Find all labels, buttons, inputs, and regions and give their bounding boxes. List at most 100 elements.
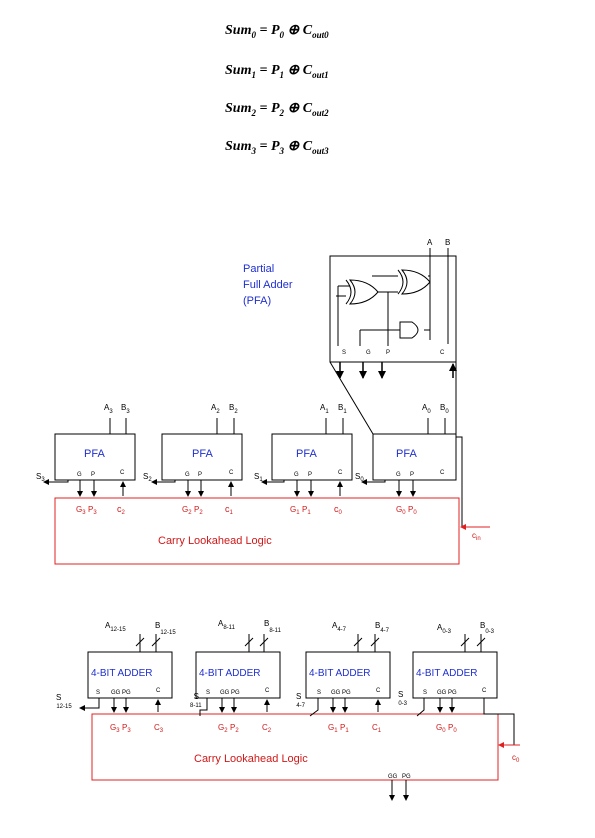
cla-label-1: Carry Lookahead Logic [158, 535, 272, 547]
svg-text:PG: PG [342, 690, 351, 696]
svg-text:C: C [265, 688, 270, 694]
input-a0: A0 [422, 403, 431, 415]
input-b0: B0 [440, 403, 449, 415]
svg-text:C: C [156, 688, 161, 694]
signal-g0-b: G0 [436, 723, 446, 734]
svg-text:C: C [338, 470, 343, 476]
sum-out-1: S1 [254, 472, 263, 483]
signal-g3-b: G3 [110, 723, 120, 734]
input-b-0-3: B0-3 [480, 621, 495, 635]
diagram-pfa-adder: Carry Lookahead Logic cin PFA G P C A3 B… [36, 403, 490, 565]
input-a-0-3: A0-3 [437, 623, 452, 635]
signal-c1-b: C1 [372, 723, 382, 734]
pfa-output-c: C [440, 350, 445, 356]
signal-p3-b: P3 [122, 723, 131, 734]
xor-gate-1 [397, 269, 431, 295]
and-gate [399, 321, 419, 339]
pfa-input-b: B [445, 238, 450, 247]
adder-label: 4-BIT ADDER [91, 668, 153, 679]
input-b-8-11: B8-11 [264, 619, 282, 634]
svg-text:C: C [120, 470, 125, 476]
svg-text:P: P [198, 472, 202, 478]
svg-text:P: P [410, 472, 414, 478]
diagram-16bit-adder: Carry Lookahead Logic c0 GG PG 4-BIT ADD… [56, 619, 520, 801]
signal-c0: c0 [334, 504, 343, 516]
signal-p1: P1 [302, 505, 311, 516]
svg-text:GG: GG [111, 690, 121, 696]
pfa-label: PFA [296, 448, 317, 460]
signal-c1: c1 [225, 504, 234, 516]
svg-text:S: S [423, 690, 427, 696]
signal-c2: c2 [117, 504, 126, 516]
pfa-output-g: G [366, 350, 371, 356]
equation-sum2: Sum2 = P2 ⊕ Cout2 [225, 101, 329, 118]
adder-label: 4-BIT ADDER [309, 668, 371, 679]
input-b-12-15: B12-15 [155, 621, 176, 636]
signal-p0-b: P0 [448, 723, 457, 734]
signal-p0: P0 [408, 505, 417, 516]
equation-sum0: Sum0 = P0 ⊕ Cout0 [225, 23, 329, 40]
svg-text:GG: GG [331, 690, 341, 696]
pg-out-label: PG [402, 774, 411, 780]
pfa-title-line1: Partial [243, 263, 274, 275]
input-b-4-7: B4-7 [375, 621, 390, 634]
svg-text:P: P [91, 472, 95, 478]
svg-text:PG: PG [231, 690, 240, 696]
svg-text:G: G [185, 472, 190, 478]
signal-g3: G3 [76, 505, 86, 516]
svg-text:C: C [482, 688, 487, 694]
pfa-detail: Partial Full Adder (PFA) A B S [243, 238, 457, 435]
equation-sum1: Sum1 = P1 ⊕ Cout1 [225, 63, 329, 80]
svg-text:G: G [77, 472, 82, 478]
sum-out-3: S3 [36, 472, 45, 483]
cla-box-1 [54, 497, 460, 565]
input-a-8-11: A8-11 [218, 619, 236, 631]
input-a-4-7: A4-7 [332, 621, 347, 633]
signal-p1-b: P1 [340, 723, 349, 734]
pfa-output-p: P [386, 350, 390, 356]
adder-label: 4-BIT ADDER [199, 668, 261, 679]
signal-g0: G0 [396, 505, 406, 516]
signal-g1: G1 [290, 505, 300, 516]
pfa-label: PFA [84, 448, 105, 460]
input-b2: B2 [229, 403, 238, 415]
input-a-12-15: A12-15 [105, 621, 126, 633]
svg-text:P: P [308, 472, 312, 478]
svg-text:PG: PG [122, 690, 131, 696]
svg-text:C: C [229, 470, 234, 476]
pfa-output-s: S [342, 350, 346, 356]
svg-text:PG: PG [448, 690, 457, 696]
equation-sum3: Sum3 = P3 ⊕ Cout3 [225, 139, 329, 156]
signal-g1-b: G1 [328, 723, 338, 734]
svg-text:C: C [440, 470, 445, 476]
signal-c3: C3 [154, 723, 164, 734]
gg-out-label: GG [388, 774, 398, 780]
svg-text:G: G [294, 472, 299, 478]
pfa-title-line3: (PFA) [243, 295, 271, 307]
pfa-input-a: A [427, 238, 433, 247]
pfa-block-3: PFA G P C A3 B3 S3 G3 P3 c2 [36, 403, 136, 516]
input-b1: B1 [338, 403, 347, 415]
input-a1: A1 [320, 403, 329, 415]
svg-text:S: S [206, 690, 210, 696]
signal-p2: P2 [194, 505, 203, 516]
svg-text:S: S [96, 690, 100, 696]
input-a3: A3 [104, 403, 113, 415]
pfa-label: PFA [192, 448, 213, 460]
pfa-title-line2: Full Adder [243, 279, 293, 291]
svg-text:C: C [376, 688, 381, 694]
signal-p3: P3 [88, 505, 97, 516]
pfa-block-1: PFA G P C A1 B1 S1 G1 P1 c0 [254, 403, 353, 516]
adder-label: 4-BIT ADDER [416, 668, 478, 679]
signal-c2-b: C2 [262, 723, 272, 734]
cin-label-1: cin [472, 531, 481, 542]
input-a2: A2 [211, 403, 220, 415]
signal-g2-b: G2 [218, 723, 228, 734]
